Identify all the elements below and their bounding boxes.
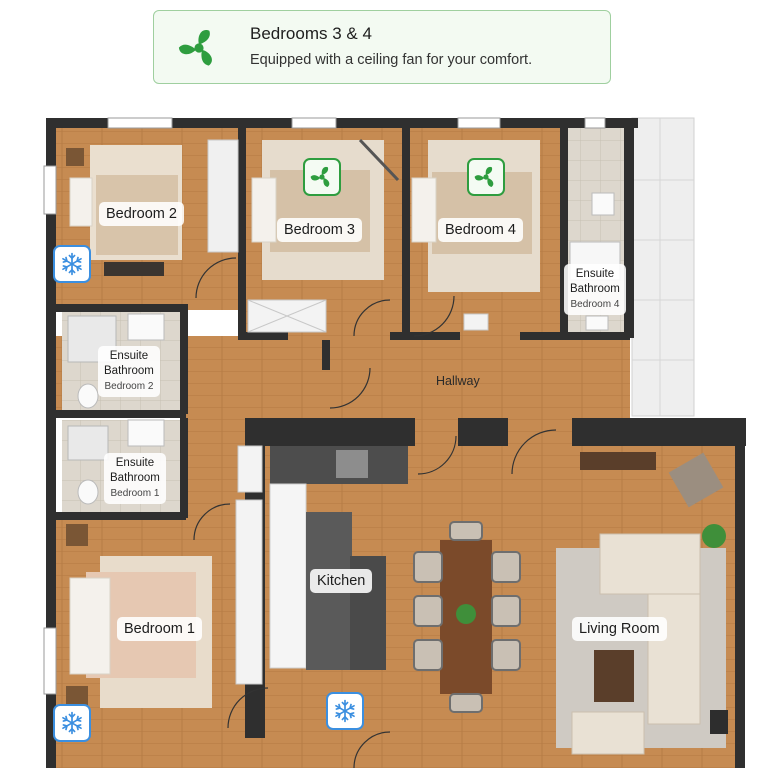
ensuite-label-line3: Bedroom 2 — [104, 381, 154, 392]
ensuite-label-line3: Bedroom 4 — [570, 299, 620, 310]
fan-icon-bedroom4[interactable] — [467, 158, 505, 196]
west-corridor-floor — [185, 340, 245, 525]
ensuite-label-line2: Bathroom — [110, 472, 160, 484]
room-label-ensuite-bedroom-2: Ensuite Bathroom Bedroom 2 — [98, 346, 160, 397]
ensuite-label-line1: Ensuite — [109, 350, 149, 362]
fan-icon — [474, 166, 495, 188]
room-label-ensuite-bedroom-1: Ensuite Bathroom Bedroom 1 — [104, 453, 166, 504]
info-title: Bedrooms 3 & 4 — [250, 24, 372, 43]
snowflake-icon — [333, 699, 357, 723]
snowflake-icon — [60, 252, 84, 276]
info-card: Bedrooms 3 & 4 Equipped with a ceiling f… — [153, 10, 611, 84]
ensuite-label-line2: Bathroom — [570, 283, 620, 295]
room-label-hallway: Hallway — [436, 374, 480, 388]
room-label-living-room: Living Room — [572, 617, 667, 641]
ensuite-label-line2: Bathroom — [104, 365, 154, 377]
snowflake-icon-bedroom2[interactable] — [53, 245, 91, 283]
ensuite-label-line1: Ensuite — [575, 268, 615, 280]
ensuite-label-line1: Ensuite — [115, 457, 155, 469]
snowflake-icon — [60, 711, 84, 735]
snowflake-icon-bedroom1[interactable] — [53, 704, 91, 742]
fan-icon-bedroom3[interactable] — [303, 158, 341, 196]
room-label-bedroom-4: Bedroom 4 — [438, 218, 523, 242]
room-label-bedroom-1: Bedroom 1 — [117, 617, 202, 641]
room-label-ensuite-bedroom-4: Ensuite Bathroom Bedroom 4 — [564, 264, 626, 315]
fan-icon — [177, 30, 215, 67]
info-description: Equipped with a ceiling fan for your com… — [250, 52, 533, 68]
ensuite-label-line3: Bedroom 1 — [110, 488, 160, 499]
balcony — [631, 117, 695, 417]
room-label-bedroom-3: Bedroom 3 — [277, 218, 362, 242]
room-label-bedroom-2: Bedroom 2 — [99, 202, 184, 226]
fan-icon — [310, 166, 331, 188]
walls — [46, 118, 746, 768]
snowflake-icon-kitchen[interactable] — [326, 692, 364, 730]
room-label-kitchen: Kitchen — [310, 569, 373, 593]
